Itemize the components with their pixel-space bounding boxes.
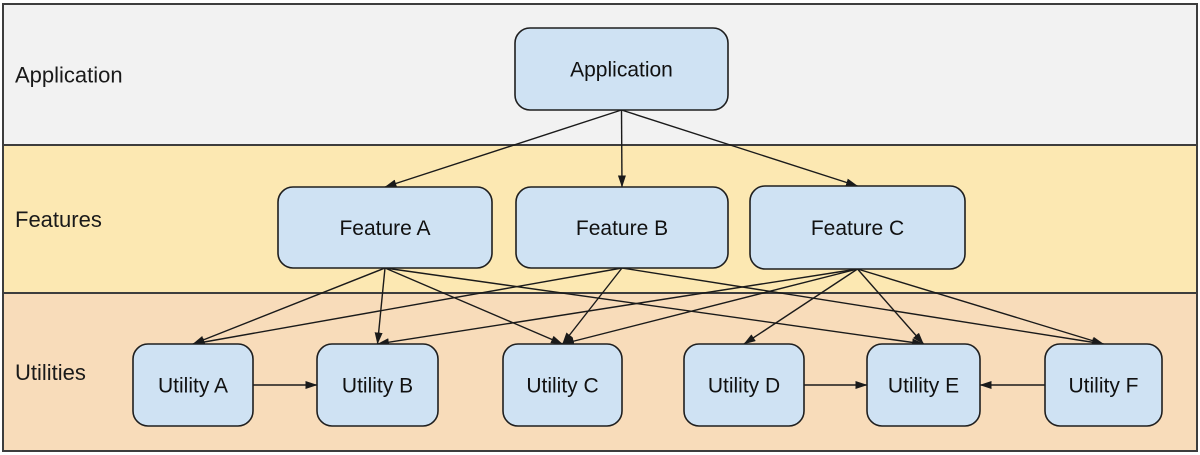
- node-feature-b: [515, 186, 729, 269]
- node-label-feature-a: Feature A: [339, 217, 430, 240]
- node-label-utility-a: Utility A: [158, 375, 228, 398]
- node-utility-b: [316, 343, 439, 427]
- node-utility-a: [132, 343, 254, 427]
- edge-application-to-feature-a: [384, 109, 622, 188]
- node-label-utility-e: Utility E: [888, 375, 959, 398]
- node-feature-a: [277, 186, 493, 269]
- node-utility-e: [866, 343, 981, 427]
- node-label-feature-c: Feature C: [811, 217, 904, 240]
- node-feature-c: [749, 185, 966, 270]
- node-label-utility-c: Utility C: [526, 375, 598, 398]
- edge-feature-c-to-utility-c: [562, 268, 858, 346]
- edge-feature-c-to-utility-e: [856, 268, 925, 345]
- node-label-feature-b: Feature B: [576, 217, 668, 240]
- edge-feature-b-to-utility-f: [621, 267, 1104, 347]
- node-application: [514, 27, 729, 111]
- edge-feature-b-to-utility-c: [561, 267, 623, 345]
- band-label-features: Features: [15, 207, 102, 232]
- band-label-utilities: Utilities: [15, 360, 86, 385]
- edge-feature-b-to-utility-a: [192, 267, 623, 346]
- node-utility-c: [502, 343, 623, 427]
- node-label-utility-d: Utility D: [708, 375, 780, 398]
- node-utility-f: [1044, 343, 1163, 427]
- edge-feature-c-to-utility-d: [743, 268, 858, 345]
- node-label-utility-b: Utility B: [342, 375, 413, 398]
- band-label-application: Application: [15, 63, 123, 88]
- node-label-utility-f: Utility F: [1069, 375, 1139, 398]
- edge-feature-c-to-utility-f: [857, 268, 1104, 345]
- node-utility-d: [683, 343, 805, 427]
- edge-application-to-feature-b: [617, 109, 626, 188]
- edge-feature-a-to-utility-c: [384, 267, 563, 345]
- edge-feature-a-to-utility-b: [374, 267, 386, 345]
- edge-application-to-feature-c: [621, 109, 858, 187]
- edge-feature-c-to-utility-b: [377, 268, 858, 347]
- node-label-application: Application: [570, 59, 673, 82]
- edge-feature-a-to-utility-a: [192, 267, 386, 345]
- edge-feature-a-to-utility-e: [384, 267, 924, 347]
